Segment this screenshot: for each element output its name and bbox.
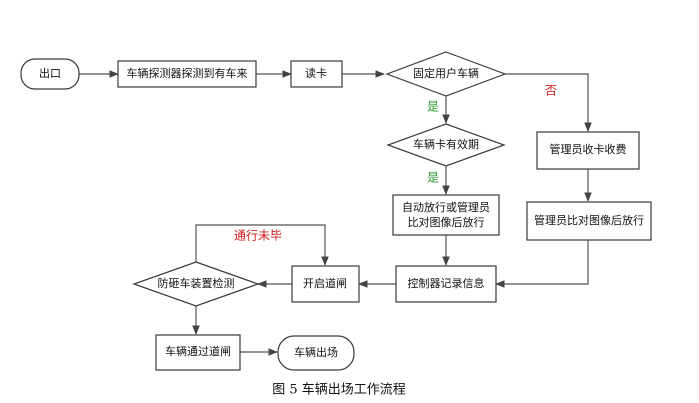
node-anti-smash-decision: 防砸车装置检测 (132, 261, 260, 307)
node-open-gate: 开启道闸 (291, 265, 360, 303)
node-read-card-label: 读卡 (305, 66, 327, 80)
node-card-valid-decision: 车辆卡有效期 (386, 123, 506, 167)
node-admin-compare: 管理员比对图像后放行 (526, 201, 652, 241)
node-vehicle-exit-label: 车辆出场 (294, 345, 338, 359)
edge-fixed-user-no-to-admin-charge (505, 73, 592, 132)
node-pass-gate-label: 车辆通过道闸 (165, 344, 231, 358)
edge-anti-smash-loop-to-open-gate (195, 224, 329, 266)
node-admin-compare-label: 管理员比对图像后放行 (534, 213, 644, 227)
node-fixed-user-decision: 固定用户车辆 (385, 51, 507, 97)
figure-caption: 图 5 车辆出场工作流程 (272, 382, 406, 398)
node-controller-log-label: 控制器记录信息 (408, 276, 485, 290)
node-pass-gate: 车辆通过道闸 (155, 334, 241, 371)
edge-label-not-passed: 通行未毕 (234, 229, 282, 243)
node-open-gate-label: 开启道闸 (303, 276, 347, 290)
edge-admin-compare-to-controller (495, 240, 589, 288)
node-read-card: 读卡 (290, 60, 343, 88)
node-auto-release-label-2: 比对图像后放行 (408, 215, 485, 229)
node-detector: 车辆探测器探测到有车来 (117, 60, 257, 88)
edge-label-no: 否 (545, 84, 557, 98)
node-admin-charge: 管理员收卡收费 (536, 131, 640, 170)
node-admin-charge-label: 管理员收卡收费 (550, 142, 627, 156)
node-card-valid-label: 车辆卡有效期 (413, 137, 479, 151)
node-detector-label: 车辆探测器探测到有车来 (127, 66, 248, 80)
node-auto-release: 自动放行或管理员 比对图像后放行 (392, 194, 500, 236)
node-exit: 出口 (20, 58, 80, 90)
edge-label-yes-2: 是 (427, 171, 439, 185)
node-auto-release-label-1: 自动放行或管理员 (402, 200, 490, 214)
node-anti-smash-label: 防砸车装置检测 (158, 276, 235, 290)
node-fixed-user-label: 固定用户车辆 (413, 66, 479, 80)
node-vehicle-exit: 车辆出场 (277, 335, 355, 371)
edge-label-yes-1: 是 (427, 100, 439, 114)
edges (79, 70, 592, 356)
node-exit-label: 出口 (39, 66, 61, 80)
node-controller-log: 控制器记录信息 (395, 265, 497, 303)
